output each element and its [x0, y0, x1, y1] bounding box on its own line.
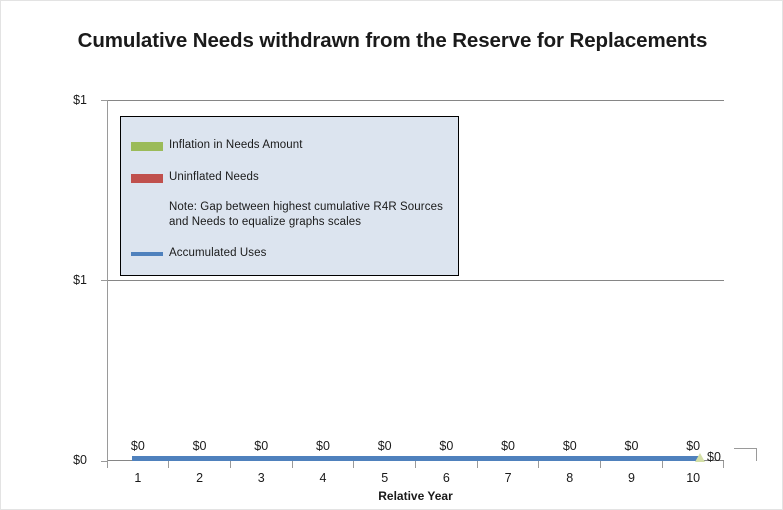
chart-legend: Inflation in Needs Amount Uninflated Nee… — [120, 116, 459, 276]
x-axis-category-row: 1 2 3 4 5 6 7 8 9 10 — [107, 469, 724, 487]
x-axis-category-label: 6 — [442, 471, 450, 485]
x-axis-title: Relative Year — [378, 489, 453, 503]
x-axis-category-label: 8 — [566, 471, 574, 485]
gridline-middle — [107, 280, 724, 281]
legend-swatch-icon — [131, 174, 163, 183]
legend-item-uninflated[interactable]: Uninflated Needs — [131, 170, 259, 185]
x-tick-mark — [662, 461, 663, 468]
x-axis-category-label: 4 — [319, 471, 327, 485]
y-tick-mark-middle — [101, 280, 108, 281]
x-tick-mark — [107, 461, 108, 468]
legend-swatch-icon — [131, 142, 163, 151]
legend-line-icon — [131, 252, 163, 256]
series-line-accumulated-uses — [132, 456, 700, 461]
x-axis-category-label: 5 — [381, 471, 389, 485]
x-axis-category-label: 1 — [134, 471, 142, 485]
data-point-marker-icon — [695, 453, 705, 462]
legend-item-accumulated-uses[interactable]: Accumulated Uses — [131, 246, 266, 261]
y-axis-label-bottom: $0 — [73, 453, 87, 467]
x-tick-mark — [230, 461, 231, 468]
data-label-row: $0 $0 $0 $0 $0 $0 $0 $0 $0 $0 — [107, 438, 724, 454]
x-axis-category-label: 3 — [257, 471, 265, 485]
legend-note: Note: Gap between highest cumulative R4R… — [169, 200, 464, 230]
data-label: $0 — [377, 439, 392, 453]
x-tick-mark — [477, 461, 478, 468]
legend-item-label: Uninflated Needs — [169, 171, 259, 183]
data-label: $0 — [439, 439, 454, 453]
data-label: $0 — [316, 439, 330, 453]
legend-item-label: Inflation in Needs Amount — [169, 139, 303, 151]
y-tick-mark-top — [101, 100, 108, 101]
x-tick-mark — [538, 461, 539, 468]
data-label-endpoint: $0 — [707, 450, 721, 464]
x-tick-mark — [353, 461, 354, 468]
x-axis-category-label: 2 — [196, 471, 204, 485]
x-tick-mark — [415, 461, 416, 468]
x-tick-mark — [600, 461, 601, 468]
y-tick-mark-bottom — [101, 461, 108, 462]
data-label: $0 — [192, 439, 207, 453]
y-axis-line — [107, 100, 108, 462]
x-tick-mark — [168, 461, 169, 468]
data-label: $0 — [686, 439, 701, 453]
data-label: $0 — [562, 439, 577, 453]
legend-item-label: Accumulated Uses — [169, 247, 267, 259]
x-tick-mark — [292, 461, 293, 468]
legend-note-text: Note: Gap between highest cumulative R4R… — [169, 201, 443, 228]
x-axis-category-label: 10 — [686, 471, 701, 485]
data-label: $0 — [501, 439, 516, 453]
gridline-top — [107, 100, 724, 101]
x-axis-tick-row — [107, 461, 724, 468]
chart-title: Cumulative Needs withdrawn from the Rese… — [77, 29, 708, 52]
x-axis-category-label: 9 — [628, 471, 635, 485]
y-axis-label-top: $1 — [73, 93, 87, 107]
legend-item-inflation[interactable]: Inflation in Needs Amount — [131, 138, 303, 153]
x-axis-category-label: 7 — [504, 471, 512, 485]
y-axis-label-middle: $1 — [73, 273, 87, 287]
data-label: $0 — [130, 439, 145, 453]
x-tick-mark — [723, 461, 724, 468]
endpoint-leader-line — [734, 448, 757, 461]
data-label: $0 — [254, 439, 269, 453]
data-label: $0 — [624, 439, 639, 453]
